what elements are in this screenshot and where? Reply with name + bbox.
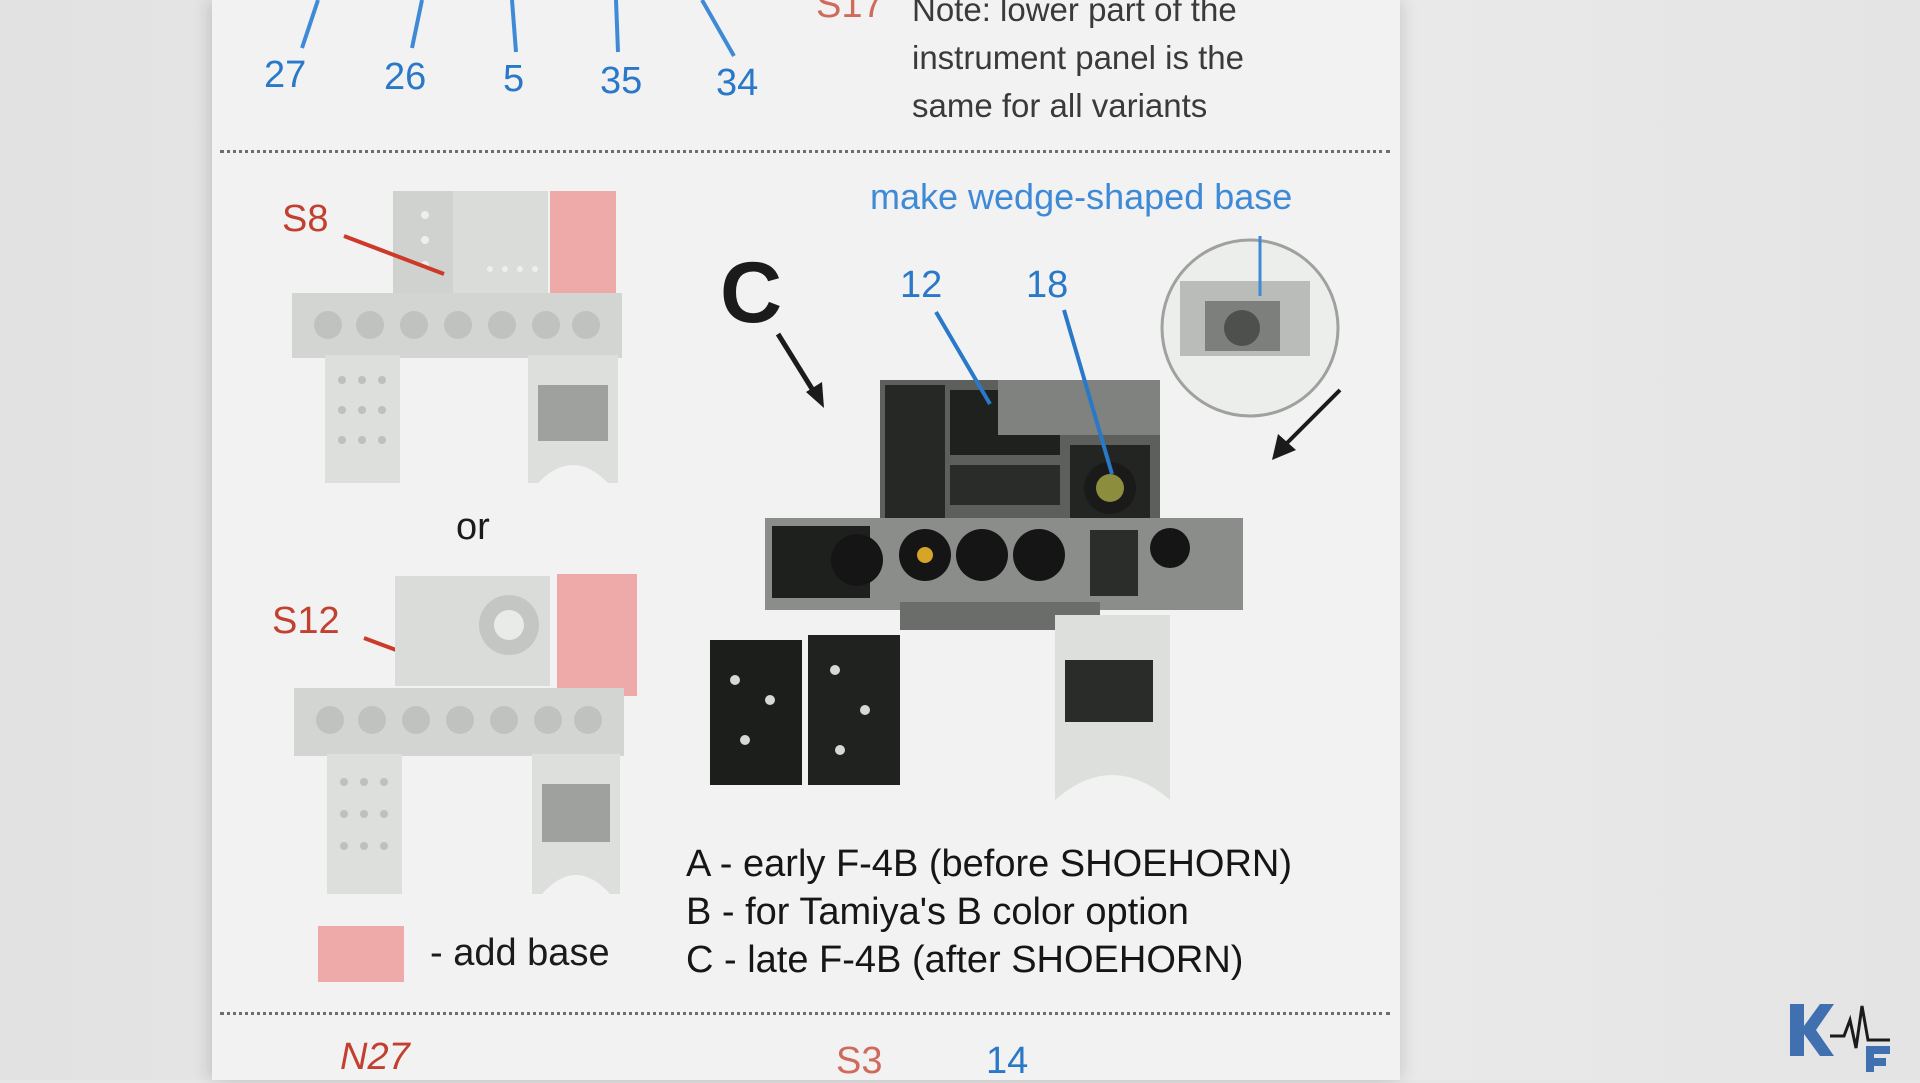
part-number-34: 34 bbox=[716, 62, 759, 104]
part-number-26: 26 bbox=[384, 56, 427, 98]
part-number-14: 14 bbox=[986, 1040, 1029, 1082]
add-base-label: - add base bbox=[430, 932, 610, 974]
note-line-2: instrument panel is the bbox=[912, 39, 1245, 76]
leader-line-12 bbox=[934, 310, 992, 406]
add-base-area-s8 bbox=[550, 191, 616, 301]
instrument-panel-c bbox=[710, 380, 1342, 800]
part-label-s3: S3 bbox=[836, 1040, 883, 1082]
watermark-logo bbox=[1790, 1004, 1890, 1072]
perforation-line-top bbox=[220, 150, 1390, 153]
variant-letter-c: C bbox=[720, 245, 783, 341]
leader-line-s8 bbox=[343, 234, 445, 276]
part-label-s12: S12 bbox=[272, 600, 340, 642]
leader-line-35 bbox=[614, 0, 620, 53]
resin-part-s8 bbox=[292, 191, 622, 483]
part-label-s8: S8 bbox=[282, 198, 329, 240]
or-separator: or bbox=[456, 506, 490, 548]
leader-line-34 bbox=[700, 0, 736, 57]
note-line-1: Note: lower part of the bbox=[912, 0, 1237, 28]
leader-line-27 bbox=[300, 0, 320, 49]
variant-legend: A - early F-4B (before SHOEHORN) B - for… bbox=[686, 840, 1292, 984]
part-number-35: 35 bbox=[600, 60, 643, 102]
perforation-line-bottom bbox=[220, 1012, 1390, 1015]
callout-18: 18 bbox=[1026, 264, 1069, 306]
part-number-5: 5 bbox=[503, 58, 525, 100]
note-line-3: same for all variants bbox=[912, 87, 1208, 124]
add-base-area-s12 bbox=[557, 574, 637, 696]
leader-line-18 bbox=[1062, 309, 1114, 475]
part-label-s17: S17 bbox=[816, 0, 884, 26]
add-base-swatch bbox=[318, 926, 404, 982]
resin-part-s12 bbox=[294, 574, 637, 894]
part-number-27: 27 bbox=[264, 54, 307, 96]
variant-a-line: A - early F-4B (before SHOEHORN) bbox=[686, 843, 1293, 885]
note-block: Note: lower part of the instrument panel… bbox=[912, 0, 1244, 130]
leader-line-26 bbox=[410, 0, 424, 49]
variant-c-line: C - late F-4B (after SHOEHORN) bbox=[686, 939, 1244, 981]
detail-inset bbox=[1160, 236, 1340, 418]
callout-12: 12 bbox=[900, 264, 943, 306]
wedge-base-note: make wedge-shaped base bbox=[870, 176, 1293, 217]
leader-line-5 bbox=[510, 0, 518, 53]
variant-b-line: B - for Tamiya's B color option bbox=[686, 891, 1189, 933]
part-label-n27: N27 bbox=[340, 1036, 410, 1078]
